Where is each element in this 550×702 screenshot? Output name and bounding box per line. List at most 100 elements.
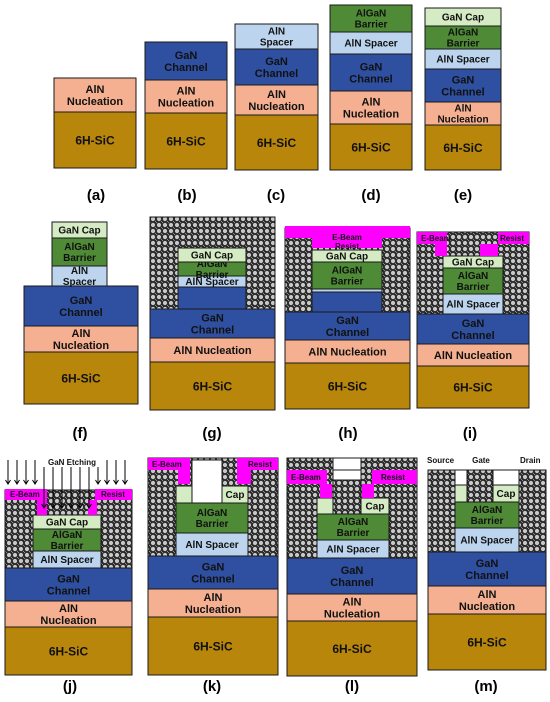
barrier-layer-label: AlGaN: [448, 28, 479, 39]
channel-layer-label: Channel: [441, 86, 484, 98]
etch-arrow-head: [50, 503, 56, 509]
barrier-layer-label: AlGaN: [197, 259, 228, 270]
spacer-layer-label: AlN Spacer: [40, 555, 93, 566]
channel-layer-label: GaN: [452, 74, 475, 86]
barrier-layer-label: AlGaN: [338, 517, 369, 528]
barrier-layer-label: AlGaN: [52, 530, 83, 541]
cap-right-label: Cap: [366, 502, 385, 513]
channel-layer-label: Channel: [164, 62, 207, 74]
nucleation-layer-label: Nucleation: [343, 108, 400, 120]
ebeam-resist-right: [372, 470, 417, 484]
barrier-layer: [442, 267, 504, 295]
cap-right-label: Cap: [497, 489, 516, 500]
channel-layer-label: GaN: [201, 312, 224, 324]
nucleation-layer-label: AlN: [72, 328, 91, 340]
barrier-layer-label: Barrier: [63, 253, 96, 264]
ebeam-resist-right: [237, 470, 251, 484]
channel-mesa: [177, 286, 247, 310]
spacer-layer-label: Spacer: [63, 277, 96, 288]
channel-layer-label: Channel: [255, 68, 298, 80]
etch-label-bg: [40, 456, 104, 467]
panel-caption: (g): [202, 425, 221, 442]
barrier-layer: [175, 502, 249, 534]
ebeam-resist-right: [95, 489, 132, 500]
etch-arrow-head: [68, 503, 74, 509]
substrate-6h-sic: [149, 361, 276, 411]
cap-layer: [177, 247, 247, 263]
channel-layer-label: GaN: [265, 56, 288, 68]
substrate-6h-sic-label: 6H-SiC: [49, 644, 89, 658]
nucleation-layer-label: Nucleation: [158, 97, 215, 109]
spacer-layer-label: AlN: [268, 27, 285, 38]
substrate-6h-sic: [424, 124, 502, 171]
etch-arrow-head: [14, 479, 20, 485]
barrier-layer-label: Barrier: [196, 519, 229, 530]
panel-caption: (e): [454, 187, 472, 204]
nucleation-layer: [4, 600, 133, 628]
barrier-layer: [311, 261, 383, 290]
gate-contact: [466, 469, 494, 503]
channel-layer: [329, 53, 413, 92]
channel-layer: [416, 313, 530, 345]
channel-layer-label: Channel: [451, 330, 494, 342]
cap-left: [316, 497, 334, 515]
cap-left: [175, 485, 193, 504]
panel-caption: (c): [267, 187, 285, 204]
etch-arrow-head: [113, 479, 119, 485]
panel-caption: (f): [73, 425, 88, 442]
spacer-layer-label: AlN: [71, 266, 88, 277]
nucleation-layer-label: AlN Nucleation: [434, 350, 513, 362]
ebeam-resist-left: [417, 232, 447, 244]
cap-layer: [424, 7, 502, 27]
gate-metal: [332, 479, 362, 515]
substrate-6h-sic: [329, 123, 413, 171]
resist-label: Resist: [500, 234, 524, 243]
etch-arrows: GaN Etching: [5, 456, 128, 509]
ebeam-resist-right: [362, 484, 374, 498]
nucleation-layer: [147, 588, 279, 618]
barrier-layer-label: AlGaN: [472, 505, 503, 516]
cap-layer: [32, 514, 102, 530]
spacer-layer-label: AlN Spacer: [344, 39, 397, 50]
barrier-layer-label: Barrier: [355, 20, 388, 31]
cap-layer-label: GaN Cap: [442, 13, 484, 24]
barrier-layer: [316, 513, 390, 541]
ebeam-resist-left: [320, 484, 332, 498]
barrier-layer-label: Barrier: [51, 541, 84, 552]
nucleation-layer-label: Nucleation: [324, 608, 381, 620]
cap-layer: [311, 249, 383, 263]
resist-layer: [285, 226, 410, 238]
channel-layer-label: GaN: [57, 573, 80, 585]
channel-layer-label: GaN: [476, 558, 499, 570]
substrate-6h-sic: [416, 365, 530, 409]
spacer-layer-label: AlN Spacer: [446, 300, 499, 311]
substrate-6h-sic: [427, 613, 547, 671]
channel-layer-label: Channel: [59, 307, 102, 319]
cap-right-label: Cap: [226, 490, 245, 501]
nucleation-layer-label: Nucleation: [53, 340, 110, 352]
substrate-6h-sic-label: 6H-SiC: [443, 141, 483, 155]
nucleation-layer-label: AlN: [454, 104, 471, 115]
nucleation-layer-label: Nucleation: [185, 604, 242, 616]
channel-layer-label: GaN: [341, 565, 364, 577]
panel-caption: (m): [474, 678, 497, 695]
ebeam-resist-left: [435, 244, 447, 256]
etch-arrow-head: [77, 503, 83, 509]
nucleation-layer: [286, 593, 418, 622]
nucleation-layer-label: AlN: [177, 85, 196, 97]
resist-label: Resist: [101, 490, 125, 499]
nucleation-layer-label: AlN: [343, 596, 362, 608]
substrate-6h-sic-label: 6H-SiC: [328, 379, 368, 393]
channel-layer-label: GaN: [202, 561, 225, 573]
substrate-6h-sic-label: 6H-SiC: [193, 639, 233, 653]
nucleation-layer-label: AlN Nucleation: [308, 346, 387, 358]
cap-layer: [442, 255, 504, 269]
channel-layer-label: Channel: [191, 573, 234, 585]
ebeam-resist-right: [237, 458, 278, 470]
substrate-6h-sic-label: 6H-SiC: [166, 134, 206, 148]
nucleation-layer-label: AlN: [86, 84, 105, 96]
nucleation-layer: [149, 337, 276, 363]
cap-layer-label: GaN Cap: [326, 252, 368, 263]
barrier-layer-label: Barrier: [337, 528, 370, 539]
